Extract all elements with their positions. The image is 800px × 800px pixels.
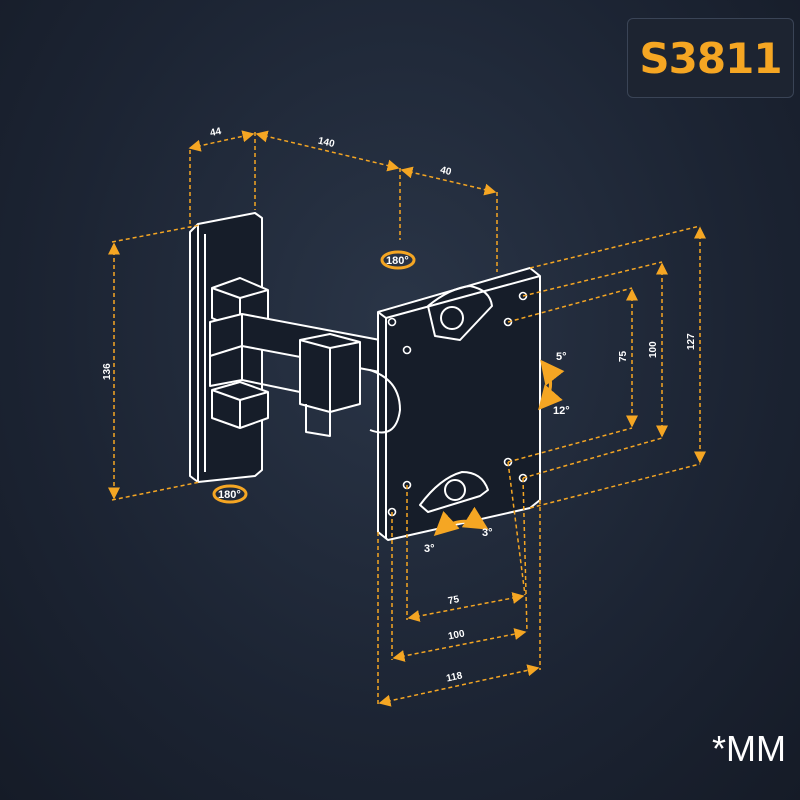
tilt-knob-bottom xyxy=(444,479,466,501)
wall-mount-drawing xyxy=(189,212,541,541)
dim-140: 140 xyxy=(317,136,336,151)
dim-100-h: 100 xyxy=(447,628,466,642)
dim-40: 40 xyxy=(439,165,453,178)
angle-rotate-right: 3° xyxy=(482,527,493,539)
angle-swivel-bottom: 180° xyxy=(218,489,241,501)
tilt-knob-top xyxy=(440,306,464,330)
model-badge: S3811 xyxy=(627,18,794,98)
dim-136: 136 xyxy=(102,363,113,380)
hinge-block-lower xyxy=(211,381,269,429)
swivel-arrow-top xyxy=(380,250,416,270)
head-side-recess xyxy=(369,369,401,434)
dim-127-v: 127 xyxy=(686,333,697,350)
arm-collar xyxy=(299,333,361,437)
unit-label: *MM xyxy=(712,728,786,769)
angle-tilt-up: 5° xyxy=(556,351,567,363)
dim-44: 44 xyxy=(209,126,223,139)
dimension-labels: 44 140 40 136 75 100 127 75 100 118 xyxy=(102,126,697,685)
dim-100-v: 100 xyxy=(648,341,659,358)
dim-75-h: 75 xyxy=(447,594,460,607)
dimension-lines xyxy=(108,130,706,707)
motion-arrows xyxy=(212,250,565,537)
angle-tilt-down: 12° xyxy=(553,405,570,417)
angle-rotate-left: 3° xyxy=(424,543,435,555)
angle-swivel-top: 180° xyxy=(386,255,409,267)
dim-75-v: 75 xyxy=(618,350,629,362)
head-cutout-bottom xyxy=(419,471,489,513)
angle-labels: 180° 180° 5° 12° 3° 3° xyxy=(218,255,570,555)
vesa-holes xyxy=(387,291,528,517)
dim-118-h: 118 xyxy=(445,670,463,684)
rotate-arrow xyxy=(433,506,489,537)
swivel-arrow-bottom xyxy=(212,484,248,504)
vesa-head-plate xyxy=(377,267,541,541)
model-name: S3811 xyxy=(639,33,782,83)
head-cutout-top xyxy=(427,285,493,341)
tilt-arrow xyxy=(538,359,565,411)
